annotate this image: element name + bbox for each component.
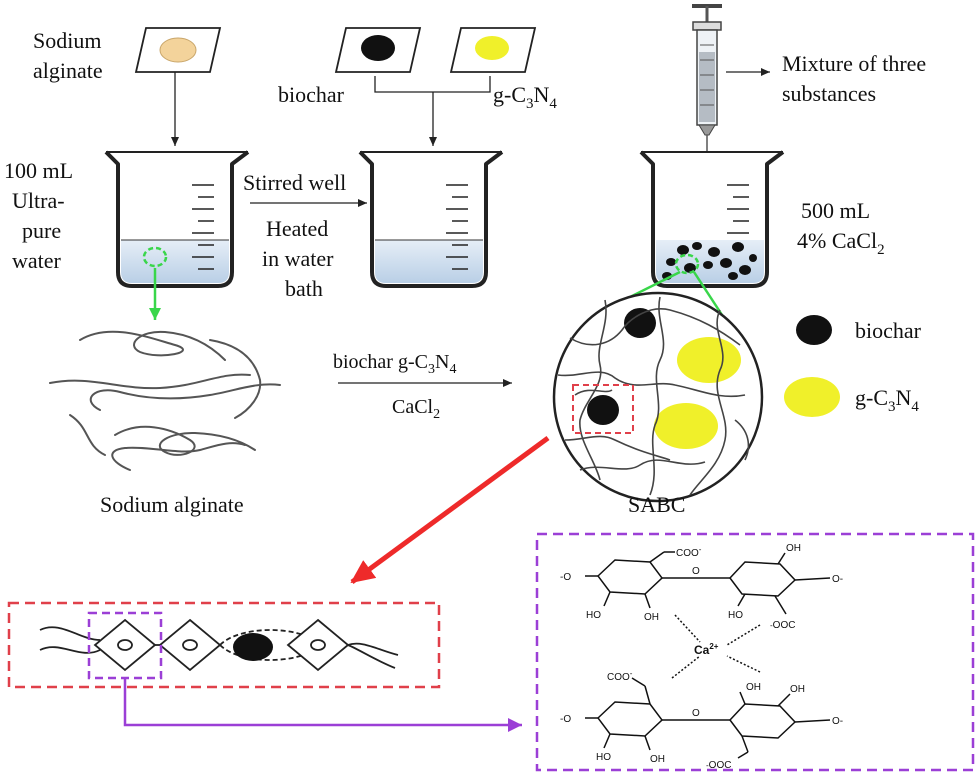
- chemical-structure-box: [535, 532, 975, 772]
- egg-box-structure: [585, 551, 831, 759]
- svg-text:HO: HO: [728, 610, 743, 621]
- sabc-bead: [552, 291, 764, 503]
- arrow-cacl2-label: CaCl2: [392, 396, 440, 422]
- svg-text:HO: HO: [596, 752, 611, 763]
- cacl2-label: 500 mL 4% CaCl2: [797, 198, 885, 258]
- svg-text:-O: -O: [560, 572, 571, 583]
- beaker-ultrapure-water: [104, 150, 250, 288]
- svg-text:Ca2+: Ca2+: [694, 642, 719, 657]
- biochar-pad: [334, 27, 422, 73]
- sodium-alginate-pad: [134, 27, 222, 73]
- svg-text:O-: O-: [832, 574, 843, 585]
- sabc-label: SABC: [628, 492, 685, 517]
- heated-label: Heated in water bath: [262, 216, 339, 301]
- chain-detail-box: [7, 601, 441, 689]
- svg-text:-OOC: -OOC: [706, 760, 731, 771]
- svg-text:O-: O-: [832, 716, 843, 727]
- biochar-top-label: biochar: [278, 82, 345, 107]
- svg-text:OH: OH: [746, 682, 761, 693]
- legend-g-c3n4-swatch: [784, 377, 840, 417]
- svg-text:OH: OH: [790, 684, 805, 695]
- sabc-beads-in-beaker: [662, 242, 757, 280]
- svg-text:O: O: [692, 566, 700, 577]
- bead-zoom-circle: [674, 253, 700, 275]
- svg-text:OH: OH: [786, 543, 801, 554]
- legend-biochar-label: biochar: [855, 318, 922, 343]
- legend-biochar-swatch: [796, 315, 832, 345]
- svg-text:COO-: COO-: [607, 669, 633, 683]
- bracket-biochar-gc3n4: [374, 76, 491, 93]
- g-c3n4-pad: [449, 27, 537, 73]
- stirred-label: Stirred well: [243, 170, 346, 195]
- sodium-alginate-top-label: Sodium alginate: [33, 28, 107, 83]
- g-c3n4-top-label: g-C3N4: [493, 82, 557, 112]
- chain-biochar-particle: [233, 633, 273, 661]
- alginate-chain-detail: [39, 618, 399, 672]
- alginate-zoom-circle: [142, 246, 168, 268]
- svg-text:OH: OH: [644, 612, 659, 623]
- svg-text:HO: HO: [586, 610, 601, 621]
- legend-g-c3n4-label: g-C3N4: [855, 385, 919, 415]
- svg-text:-O: -O: [560, 714, 571, 725]
- arrow-biochar-label: biochar g-C3N4: [333, 351, 456, 377]
- chemical-labels: COO- -O O O- OH HO HO OH -OOC Ca2+ COO- …: [560, 543, 843, 771]
- purple-arrow: [123, 678, 522, 732]
- syringe: [692, 4, 722, 153]
- sodium-alginate-bottom-label: Sodium alginate: [100, 492, 244, 517]
- svg-text:OH: OH: [650, 754, 665, 765]
- beaker-heated: [358, 150, 504, 288]
- svg-text:-OOC: -OOC: [770, 620, 795, 631]
- beaker1-graduations: [192, 184, 214, 270]
- water-label: 100 mL Ultra- pure water: [4, 158, 78, 273]
- svg-text:O: O: [692, 708, 700, 719]
- svg-text:COO-: COO-: [676, 545, 702, 559]
- sodium-alginate-chains: [49, 330, 281, 471]
- mixture-label: Mixture of three substances: [782, 51, 932, 106]
- red-zoom-arrow: [350, 435, 550, 585]
